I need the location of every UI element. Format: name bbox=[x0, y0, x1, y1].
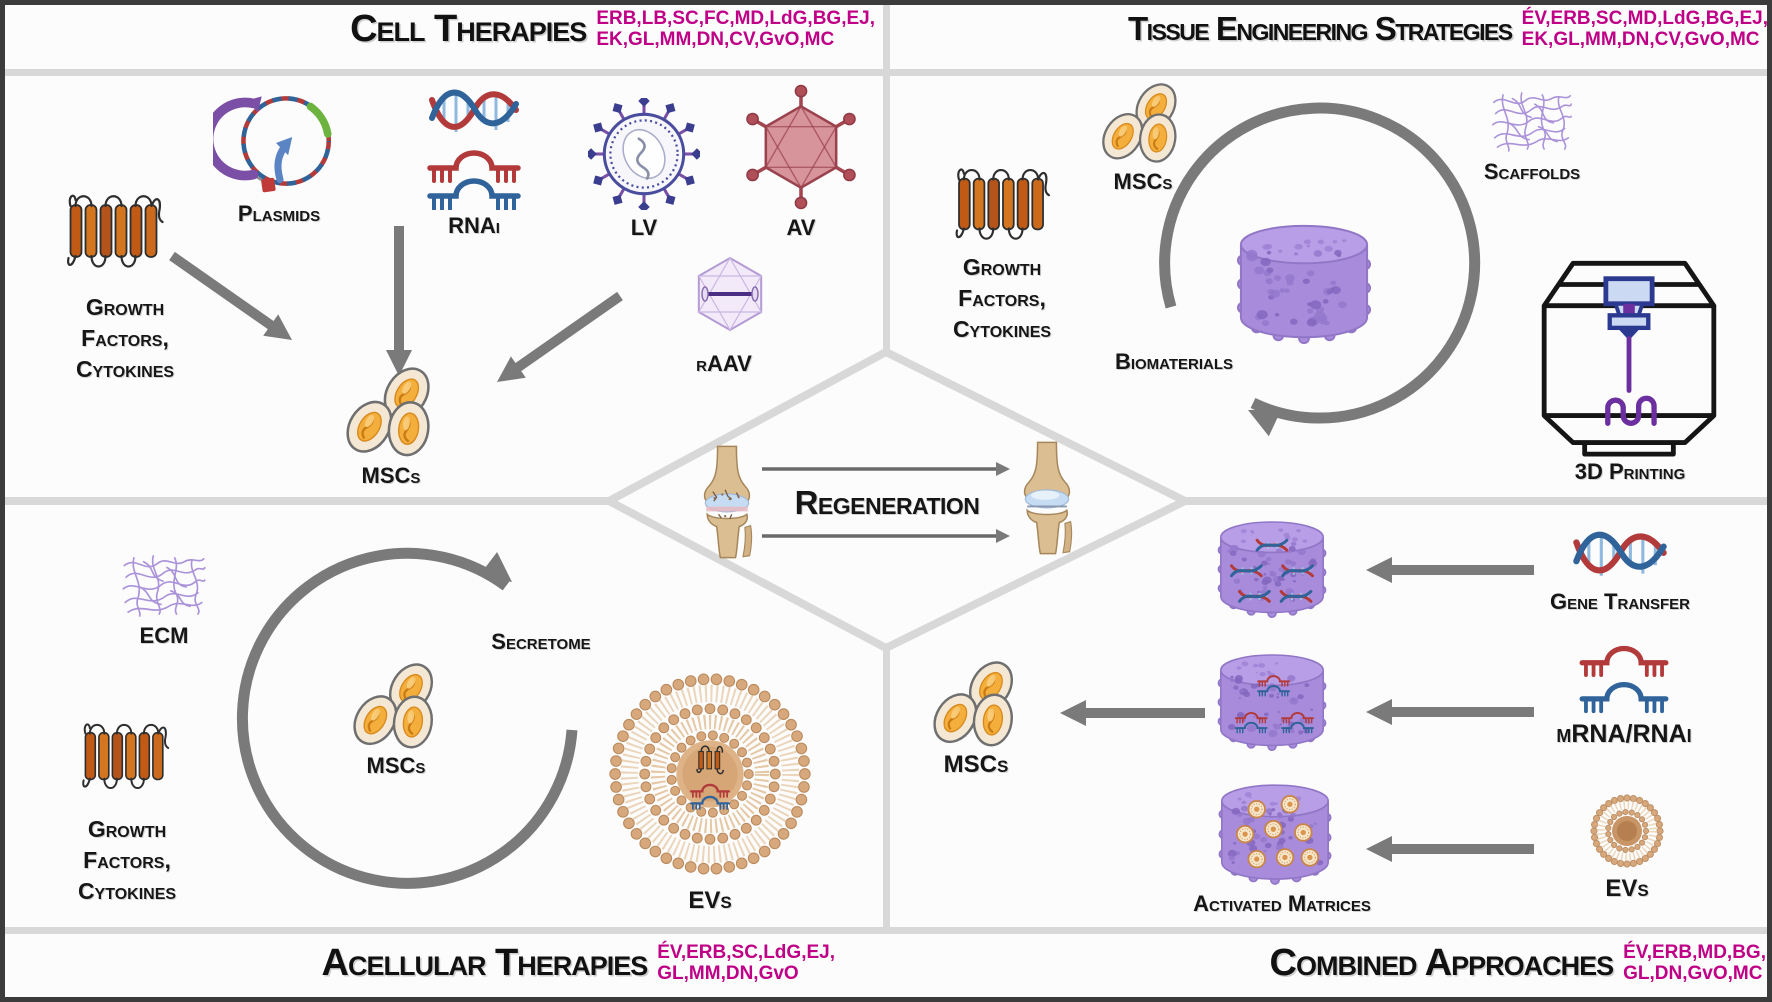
extracellular-vesicle-icon bbox=[608, 672, 812, 876]
ecm-label: ECM bbox=[139, 623, 189, 648]
mscs-label: MSCs bbox=[366, 753, 426, 778]
rnai-label: RNAi bbox=[448, 213, 500, 238]
arrow-ev-to-matrix bbox=[1366, 836, 1534, 862]
tissue-engineering-cycle-arrow bbox=[1159, 102, 1481, 437]
mscs-icon bbox=[348, 662, 444, 752]
acellular-therapies-title: Acellular Therapies bbox=[321, 941, 649, 984]
mscs-icon bbox=[1094, 82, 1190, 166]
damaged-joint-icon bbox=[694, 444, 760, 560]
mrna-rnai-icon bbox=[1566, 638, 1682, 716]
mscs-label: MSCs bbox=[361, 463, 421, 488]
cell-therapies-authors: ERB,LB,SC,FC,MD,LdG,BG,EJ,EK,GL,MM,DN,CV… bbox=[596, 8, 875, 50]
secretome-label: Secretome bbox=[491, 629, 591, 654]
ecm-fibers-icon bbox=[120, 552, 208, 618]
combined-approaches-title-band: Combined Approaches ÉV,ERB,MD,BG,GL,DN,G… bbox=[886, 934, 1766, 992]
mrna-rnai-label: mRNA/RNAi bbox=[1556, 720, 1692, 748]
secretome-cycle-arrow bbox=[236, 547, 578, 889]
growth-factors-label: Growth Factors, Cytokines bbox=[75, 294, 175, 382]
arrow-genetransfer-to-matrix bbox=[1366, 557, 1534, 583]
tissue-engineering-authors: ÉV,ERB,SC,MD,LdG,BG,EJ,EK,GL,MM,DN,CV,Gv… bbox=[1521, 8, 1768, 50]
ev-activated-matrix-icon bbox=[1216, 781, 1334, 889]
plasmids-label: Plasmids bbox=[237, 201, 321, 226]
cell-therapies-title-band: Cell Therapies ERB,LB,SC,FC,MD,LdG,BG,EJ… bbox=[0, 0, 875, 58]
mscs-icon bbox=[342, 364, 440, 462]
lv-label: LV bbox=[630, 215, 658, 240]
av-label: AV bbox=[786, 215, 816, 240]
arrow-regeneration-top bbox=[762, 462, 1010, 476]
gene-transfer-label: Gene Transfer bbox=[1549, 589, 1690, 614]
gene-transfer-dna-icon bbox=[1572, 530, 1668, 584]
arrow-regeneration-bottom bbox=[762, 529, 1010, 543]
gene-activated-matrix-icon bbox=[1213, 518, 1331, 622]
cell-therapies-title: Cell Therapies bbox=[350, 7, 587, 50]
growth-factors-icon bbox=[80, 714, 170, 800]
acellular-therapies-title-band: Acellular Therapies ÉV,ERB,SC,LdG,EJ,GL,… bbox=[0, 934, 835, 992]
evs-label: EVs bbox=[1605, 875, 1649, 902]
plasmid-icon bbox=[213, 84, 345, 198]
scaffolds-label: Scaffolds bbox=[1483, 159, 1581, 184]
3d-printer-icon bbox=[1508, 244, 1750, 458]
activated-matrices-label: Activated Matrices bbox=[1193, 891, 1371, 916]
growth-factors-icon bbox=[952, 162, 1052, 248]
combined-approaches-title: Combined Approaches bbox=[1269, 941, 1615, 984]
tissue-engineering-title: Tissue Engineering Strategies bbox=[1128, 10, 1513, 47]
regeneration-diamond bbox=[600, 347, 1195, 653]
arrow-growthfactors-to-mscs bbox=[169, 251, 292, 340]
lentivirus-icon bbox=[588, 98, 700, 210]
arrow-mrna-to-matrix bbox=[1366, 699, 1534, 725]
combined-approaches-authors: ÉV,ERB,MD,BG,GL,DN,GvO,MC bbox=[1623, 942, 1766, 984]
adenovirus-icon bbox=[740, 82, 862, 212]
rnai-icon bbox=[424, 86, 524, 210]
tissue-engineering-title-band: Tissue Engineering Strategies ÉV,ERB,SC,… bbox=[886, 0, 1768, 58]
regenerated-joint-icon bbox=[1014, 440, 1080, 556]
biomaterial-scaffold-icon bbox=[1235, 218, 1373, 352]
evs-small-icon bbox=[1590, 794, 1664, 868]
raav-label: rAAV bbox=[696, 351, 752, 376]
arrow-matrix-to-mscs bbox=[1060, 700, 1205, 726]
raav-icon bbox=[690, 250, 770, 338]
regeneration-label: Regeneration bbox=[794, 484, 980, 521]
evs-label: EVs bbox=[688, 887, 732, 914]
rna-activated-matrix-icon bbox=[1213, 651, 1331, 755]
scaffold-fibers-icon bbox=[1490, 88, 1574, 154]
growth-factors-label: Growth Factors, Cytokines bbox=[952, 254, 1052, 342]
mscs-label: MSCs bbox=[943, 751, 1009, 778]
arrow-viral-to-mscs bbox=[497, 291, 623, 382]
mscs-icon bbox=[928, 660, 1024, 750]
biomaterials-label: Biomaterials bbox=[1114, 349, 1234, 374]
growth-factors-icon bbox=[62, 188, 167, 276]
3d-printing-label: 3D Printing bbox=[1574, 459, 1686, 484]
arrow-vectors-to-mscs bbox=[386, 226, 412, 376]
panel-dividers bbox=[0, 0, 1772, 934]
mscs-label: MSCs bbox=[1113, 169, 1173, 194]
acellular-therapies-authors: ÉV,ERB,SC,LdG,EJ,GL,MM,DN,GvO bbox=[657, 942, 835, 984]
growth-factors-label: Growth Factors, Cytokines bbox=[77, 816, 177, 904]
